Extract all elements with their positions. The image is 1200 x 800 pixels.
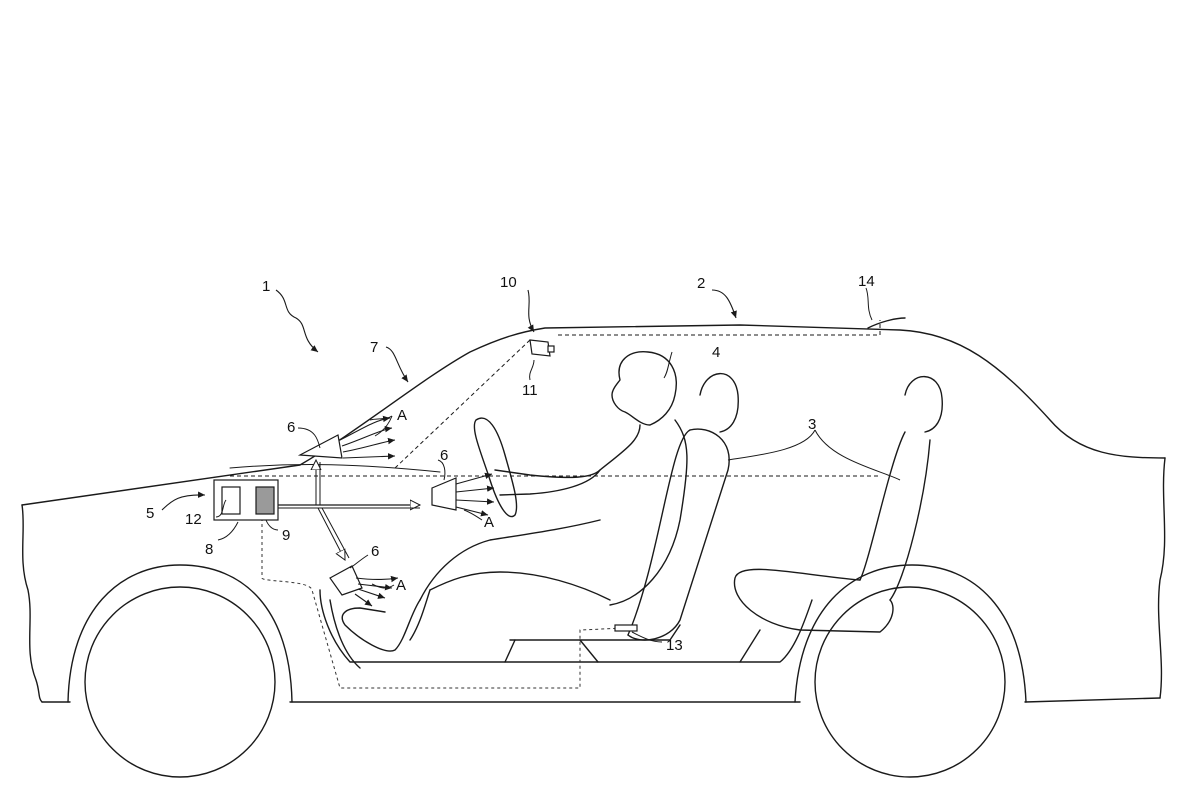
label-nozzle-steering: 6 <box>440 447 448 464</box>
label-nozzle-footwell: 6 <box>371 543 379 560</box>
controller-box <box>221 486 241 515</box>
label-controller: 12 <box>185 511 202 528</box>
steering-wheel <box>473 417 518 518</box>
scent-unit-box <box>255 486 275 515</box>
rear-wheel <box>794 564 1027 778</box>
label-windshield: 7 <box>370 339 378 356</box>
nozzle-footwell <box>329 565 363 596</box>
label-rear-element: 14 <box>858 273 875 290</box>
camera <box>529 339 555 357</box>
label-control-system: 5 <box>146 505 154 522</box>
leader-lines <box>161 287 901 643</box>
rear-element <box>867 317 906 329</box>
label-airflow-footwell: A <box>396 577 406 594</box>
label-roof: 2 <box>697 275 705 292</box>
control-unit <box>213 479 279 521</box>
airflow-upper <box>339 415 396 460</box>
seat-sensor <box>614 624 638 632</box>
airflow-steering <box>455 472 495 517</box>
rear-seat <box>733 375 943 663</box>
nozzle-steering <box>431 477 457 511</box>
nozzle-dash-upper <box>297 434 343 459</box>
distribution-lines <box>278 460 420 560</box>
label-nozzle-upper: 6 <box>287 419 295 436</box>
label-camera: 11 <box>522 382 538 399</box>
reference-labels: 1 2 3 4 5 6 6 6 7 8 9 10 11 12 13 14 A A… <box>146 273 875 654</box>
car-body <box>21 324 1166 703</box>
label-sensor-mount: 10 <box>500 274 517 291</box>
label-seats: 3 <box>808 416 816 433</box>
occupant <box>341 351 688 652</box>
driver-seat <box>504 372 739 663</box>
label-housing: 8 <box>205 541 213 558</box>
label-seat-sensor: 13 <box>666 637 683 654</box>
label-vehicle: 1 <box>262 278 270 295</box>
wiring <box>230 320 881 689</box>
label-occupant: 4 <box>712 344 720 361</box>
label-airflow-steering: A <box>484 514 494 531</box>
label-scent-unit: 9 <box>282 527 290 544</box>
airflow-footwell <box>354 575 399 607</box>
front-wheel <box>67 564 293 778</box>
cabin-floor <box>319 589 813 669</box>
label-airflow-upper: A <box>397 407 407 424</box>
